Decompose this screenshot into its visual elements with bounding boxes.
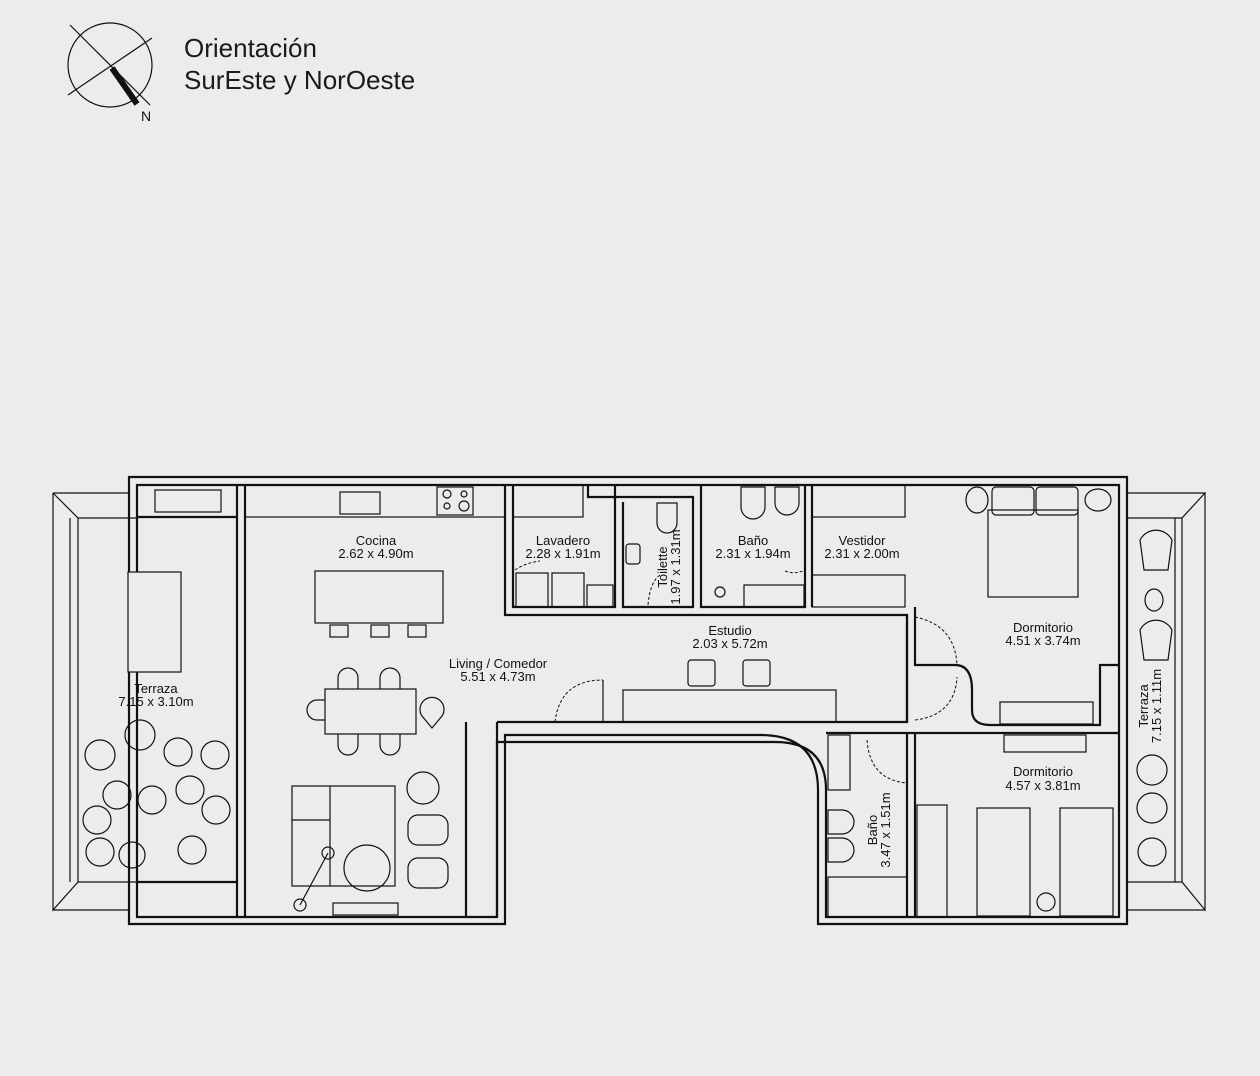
left-terrace-railing: [52, 489, 222, 912]
svg-text:7.15 x 3.10m: 7.15 x 3.10m: [118, 694, 193, 709]
svg-text:1.97 x 1.31m: 1.97 x 1.31m: [668, 529, 683, 604]
svg-text:Vestidor: Vestidor: [839, 533, 887, 548]
coffee-table: [343, 844, 391, 892]
exterior-walls: [127, 475, 1129, 926]
doors: [514, 560, 958, 784]
furniture: [82, 484, 1173, 918]
single-bed: [976, 807, 1031, 917]
svg-text:2.28 x 1.91m: 2.28 x 1.91m: [525, 546, 600, 561]
dresser: [999, 701, 1094, 725]
svg-text:2.31 x 1.94m: 2.31 x 1.94m: [715, 546, 790, 561]
washer: [515, 572, 549, 608]
svg-text:5.51 x 4.73m: 5.51 x 4.73m: [460, 669, 535, 684]
svg-text:2.03 x 5.72m: 2.03 x 5.72m: [692, 636, 767, 651]
compass-north-label: N: [141, 108, 151, 124]
dining-table: [324, 688, 417, 735]
svg-text:4.51 x 3.74m: 4.51 x 3.74m: [1005, 633, 1080, 648]
compass-icon: N: [67, 22, 153, 124]
svg-text:3.47 x 1.51m: 3.47 x 1.51m: [878, 792, 893, 867]
orientation-line1: Orientación: [184, 33, 317, 63]
sink-icon: [339, 491, 381, 515]
sofa: [291, 785, 396, 887]
shower: [827, 876, 908, 918]
closet-rail-icon: [811, 484, 948, 918]
svg-text:Baño: Baño: [865, 815, 880, 845]
desk: [622, 689, 837, 723]
svg-text:4.57 x 3.81m: 4.57 x 3.81m: [1005, 778, 1080, 793]
svg-text:2.62 x 4.90m: 2.62 x 4.90m: [338, 546, 413, 561]
svg-text:7.15 x 1.11m: 7.15 x 1.11m: [1149, 669, 1164, 743]
toilet-icon: [656, 502, 678, 534]
double-bed: [987, 509, 1079, 598]
cooktop-icon: [436, 486, 474, 516]
single-bed: [1059, 807, 1114, 917]
kitchen-island: [314, 570, 444, 624]
plants-icon: [82, 719, 1168, 869]
desk-chair: [687, 659, 716, 687]
svg-text:Baño: Baño: [738, 533, 768, 548]
terrace-table: [127, 571, 182, 673]
interior-walls: [137, 485, 1119, 917]
orientation-line2: SurEste y NorOeste: [184, 65, 416, 95]
svg-text:Lavadero: Lavadero: [536, 533, 590, 548]
kitchen-counter: [244, 484, 506, 518]
right-terrace-railing: [1127, 492, 1207, 912]
laundry-sink: [586, 584, 614, 608]
armchair: [407, 814, 449, 846]
svg-text:Cocina: Cocina: [356, 533, 397, 548]
svg-text:Toilette: Toilette: [655, 546, 670, 587]
tv-unit: [332, 902, 399, 916]
svg-text:Dormitorio: Dormitorio: [1013, 620, 1073, 635]
armchair: [407, 857, 449, 889]
orientation-title: Orientación SurEste y NorOeste: [184, 32, 415, 96]
dryer: [551, 572, 585, 608]
svg-text:Terraza: Terraza: [1136, 684, 1151, 728]
svg-text:Terraza: Terraza: [134, 681, 178, 696]
svg-text:Estudio: Estudio: [708, 623, 751, 638]
svg-text:Dormitorio: Dormitorio: [1013, 764, 1073, 779]
desk-chair: [742, 659, 771, 687]
svg-text:2.31 x 2.00m: 2.31 x 2.00m: [824, 546, 899, 561]
svg-text:Living / Comedor: Living / Comedor: [449, 656, 548, 671]
